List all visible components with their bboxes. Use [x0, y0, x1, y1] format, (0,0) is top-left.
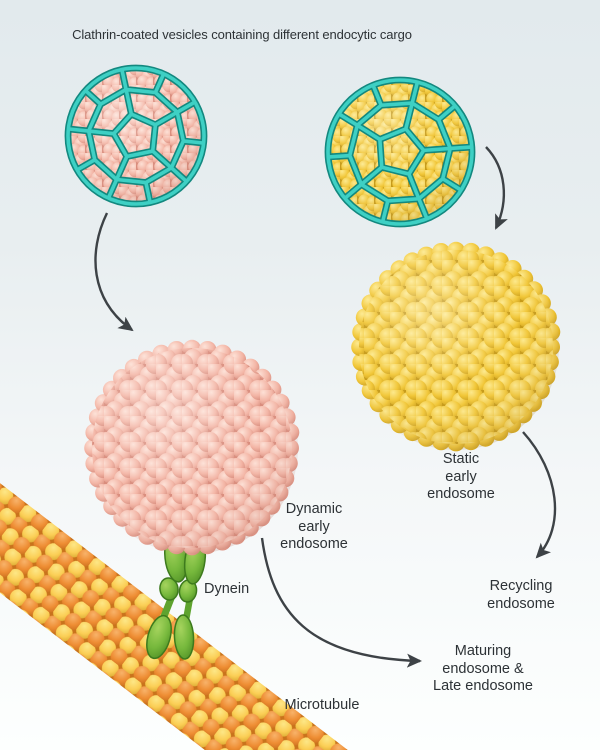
- arrow-dynamic-to-maturing: [260, 537, 422, 668]
- clathrin-vesicle-yellow-cargo: [324, 76, 476, 228]
- label-dynein: Dynein: [204, 581, 250, 597]
- label-static-early-endosome: Static early endosome: [427, 451, 495, 503]
- static-early-endosome-graphic: [351, 241, 561, 452]
- clathrin-cage: [324, 76, 476, 228]
- arrow-vesicle-to-static-endosome: [485, 146, 508, 230]
- arrow-vesicle-to-dynamic-endosome: [94, 212, 134, 332]
- flow-arrows: [94, 146, 557, 668]
- label-recycling-endosome: Recycling endosome: [487, 578, 555, 612]
- clathrin-vesicle-pink-cargo: [64, 64, 208, 208]
- label-microtubule: Microtubule: [284, 697, 360, 713]
- clathrin-cage: [64, 64, 208, 208]
- label-maturing-late-endosome: Maturing endosome & Late endosome: [433, 643, 533, 695]
- dynamic-early-endosome-graphic: [84, 339, 300, 556]
- diagram-title: Clathrin-coated vesicles containing diff…: [72, 27, 412, 42]
- microtubule-graphic: [0, 418, 471, 750]
- arrow-static-to-recycling: [522, 431, 557, 559]
- label-dynamic-early-endosome: Dynamic early endosome: [280, 501, 348, 553]
